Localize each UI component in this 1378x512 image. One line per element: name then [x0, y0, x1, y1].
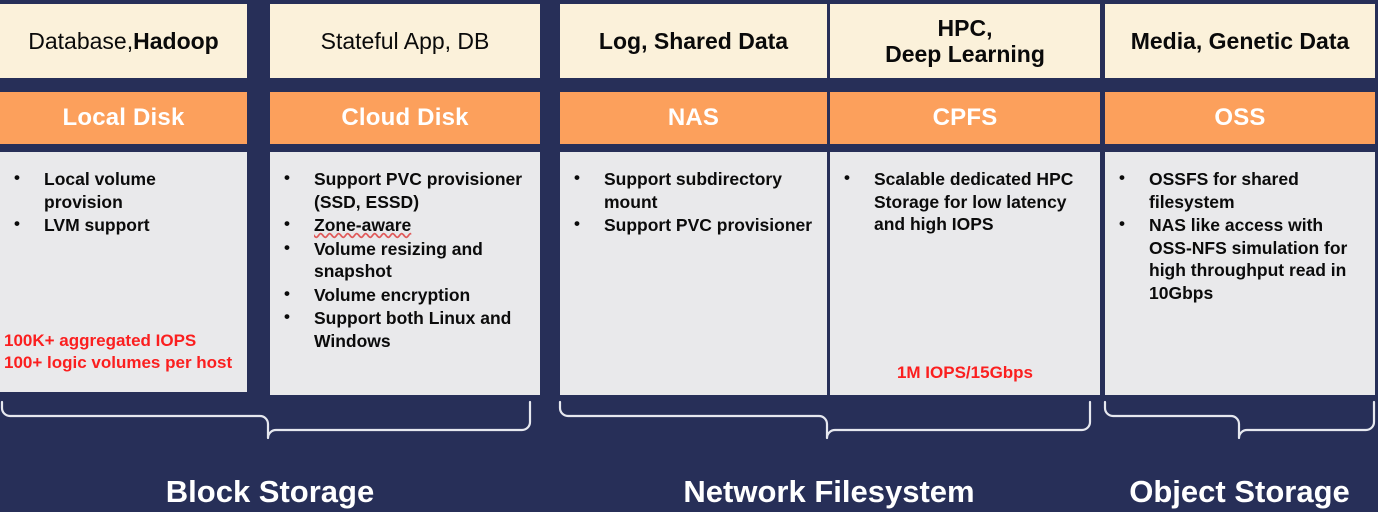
usecase-box-nas: Log, Shared Data [560, 4, 827, 78]
product-label: Cloud Disk [341, 104, 469, 131]
list-item: Volume resizing and snapshot [274, 237, 532, 283]
usecase-label-emphasis: Hadoop [133, 27, 219, 54]
usecase-label-line2: Deep Learning [885, 41, 1045, 67]
product-label: CPFS [932, 104, 998, 131]
metric-text: 1M IOPS/15Gbps [896, 363, 1034, 382]
metric-text: 100K+ aggregated IOPS [4, 331, 197, 350]
product-label: Local Disk [62, 104, 185, 131]
list-item: Local volume provision [4, 167, 239, 213]
product-label: OSS [1214, 104, 1266, 131]
feature-panel-oss: OSSFS for shared filesystem NAS like acc… [1105, 152, 1375, 395]
category-label-block-storage: Block Storage [165, 474, 375, 509]
list-item: NAS like access with OSS-NFS simulation … [1109, 213, 1367, 304]
product-band-oss[interactable]: OSS [1105, 92, 1375, 144]
feature-list-cpfs: Scalable dedicated HPC Storage for low l… [834, 167, 1092, 236]
list-item: Support PVC provisioner (SSD, ESSD) [274, 167, 532, 213]
product-band-nas[interactable]: NAS [560, 92, 827, 144]
product-band-cpfs[interactable]: CPFS [830, 92, 1100, 144]
usecase-box-cpfs: HPC, Deep Learning [830, 4, 1100, 78]
feature-list-nas: Support subdirectory mount Support PVC p… [564, 167, 819, 237]
usecase-label-line1: HPC, [937, 14, 993, 41]
category-label-network-filesystem: Network Filesystem [683, 474, 975, 509]
list-item: Zone-aware [274, 213, 532, 237]
list-item: Support both Linux and Windows [274, 306, 532, 352]
feature-panel-nas: Support subdirectory mount Support PVC p… [560, 152, 827, 395]
product-band-local-disk[interactable]: Local Disk [0, 92, 247, 144]
feature-list-local-disk: Local volume provision LVM support [4, 167, 239, 237]
list-item: Scalable dedicated HPC Storage for low l… [834, 167, 1092, 236]
brace-object-storage [1103, 400, 1376, 448]
category-label-object-storage: Object Storage [1129, 474, 1350, 509]
feature-list-cloud-disk: Support PVC provisioner (SSD, ESSD) Zone… [274, 167, 532, 353]
brace-block-storage [0, 400, 540, 448]
usecase-box-cloud-disk: Stateful App, DB [270, 4, 540, 78]
list-item: OSSFS for shared filesystem [1109, 167, 1367, 213]
feature-panel-cloud-disk: Support PVC provisioner (SSD, ESSD) Zone… [270, 152, 540, 395]
usecase-box-local-disk: Database, Hadoop [0, 4, 247, 78]
usecase-label-prefix: Database, [28, 27, 134, 54]
usecase-label: Log, Shared Data [598, 27, 789, 54]
usecase-label: Stateful App, DB [320, 27, 490, 54]
list-item: LVM support [4, 213, 239, 237]
feature-panel-cpfs: Scalable dedicated HPC Storage for low l… [830, 152, 1100, 395]
usecase-label: Media, Genetic Data [1130, 27, 1350, 54]
metric-text: 100+ logic volumes per host [4, 353, 233, 372]
list-item: Support PVC provisioner [564, 213, 819, 237]
list-item: Volume encryption [274, 283, 532, 307]
list-item-label: Zone-aware [314, 215, 412, 236]
product-band-cloud-disk[interactable]: Cloud Disk [270, 92, 540, 144]
feature-panel-local-disk: Local volume provision LVM support 100K+… [0, 152, 247, 392]
brace-network-filesystem [558, 400, 1100, 448]
list-item: Support subdirectory mount [564, 167, 819, 213]
feature-list-oss: OSSFS for shared filesystem NAS like acc… [1109, 167, 1367, 304]
usecase-box-oss: Media, Genetic Data [1105, 4, 1375, 78]
product-label: NAS [667, 104, 720, 131]
